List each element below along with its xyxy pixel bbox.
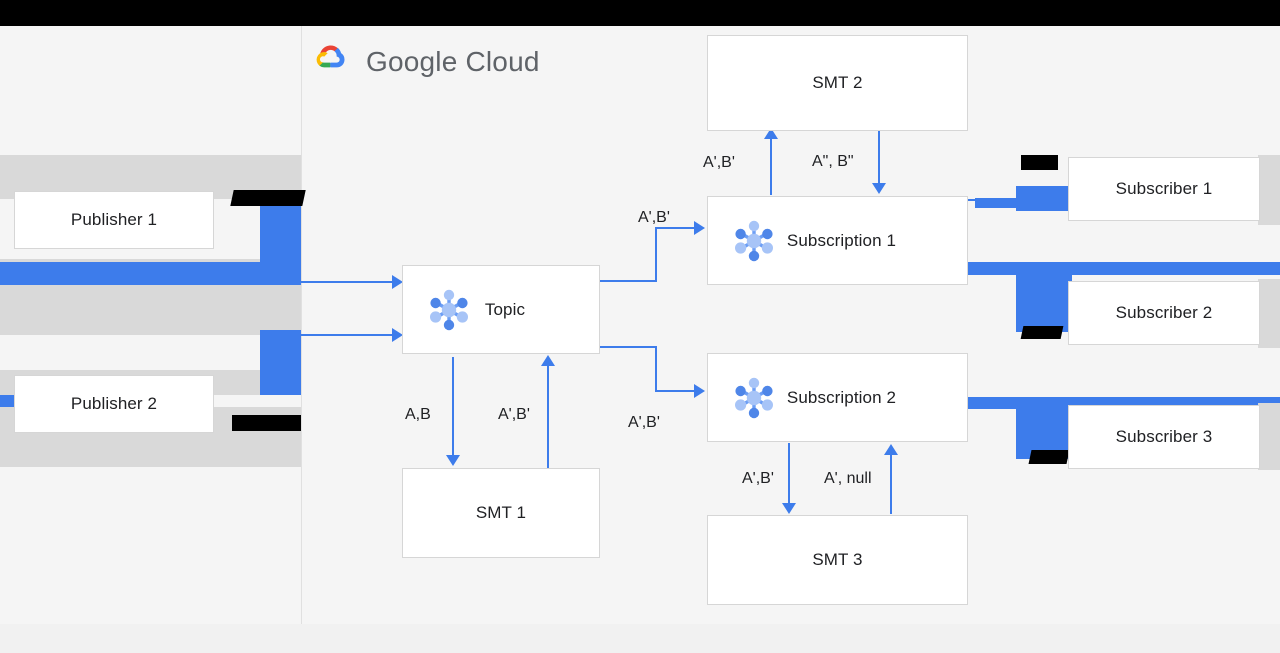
- occluder-bar: [968, 262, 1280, 275]
- redaction-bar: [1020, 326, 1064, 339]
- redaction-bar: [232, 415, 301, 431]
- pubsub-subscription-icon: [726, 213, 782, 269]
- node-smt-3[interactable]: SMT 3: [707, 515, 968, 605]
- node-label: SMT 2: [812, 73, 863, 92]
- occluder-bar: [1016, 262, 1072, 332]
- node-label: Subscription 2: [786, 387, 897, 407]
- edge-label-topic-smt1: A,B: [405, 406, 431, 423]
- edge-publisher2-topic: [301, 334, 396, 336]
- edge-smt1-topic: [547, 363, 549, 471]
- occluder-block: [1258, 155, 1280, 225]
- occluder-block: [1258, 279, 1280, 348]
- node-subscriber-2[interactable]: Subscriber 2: [1068, 281, 1260, 345]
- node-smt-2[interactable]: SMT 2: [707, 35, 968, 131]
- node-publisher-2[interactable]: Publisher 2: [14, 375, 214, 433]
- edge-label-smt3-sub2: A', null: [824, 470, 872, 487]
- edge-label-topic-sub1: A',B': [638, 209, 670, 226]
- node-subscriber-3[interactable]: Subscriber 3: [1068, 405, 1260, 469]
- panel-divider: [301, 26, 302, 624]
- node-label: Topic: [484, 299, 526, 319]
- arrowhead-icon: [782, 503, 796, 514]
- edge-sub1-smt2: [770, 137, 772, 195]
- occluder-bar: [260, 196, 301, 285]
- pubsub-topic-icon: [421, 282, 477, 338]
- arrowhead-icon: [541, 355, 555, 366]
- redaction-bar: [1021, 155, 1058, 170]
- edge-label-smt1-topic: A',B': [498, 406, 530, 423]
- redaction-bar: [1028, 450, 1070, 464]
- redaction-bar: [230, 190, 306, 206]
- occluder-bar: [975, 198, 1073, 208]
- node-label: Subscriber 2: [1115, 303, 1213, 322]
- redaction-bar-top: [0, 0, 1280, 26]
- arrowhead-icon: [392, 328, 403, 342]
- bottom-strip: [0, 624, 1280, 653]
- google-cloud-logo-icon: [308, 40, 352, 83]
- node-label: SMT 1: [475, 503, 527, 522]
- node-subscriber-1[interactable]: Subscriber 1: [1068, 157, 1260, 221]
- node-label: Subscriber 3: [1115, 427, 1213, 446]
- edge-sub2-smt3: [788, 443, 790, 505]
- arrowhead-icon: [694, 221, 705, 235]
- node-smt-1[interactable]: SMT 1: [402, 468, 600, 558]
- occluder-bar: [1016, 403, 1072, 459]
- edge-topic-sub1-riser: [655, 228, 657, 282]
- pubsub-subscription-icon: [726, 370, 782, 426]
- edge-label-smt2-sub1: A", B": [812, 153, 854, 170]
- edge-label-sub2-smt3: A',B': [742, 470, 774, 487]
- occluder-block: [0, 335, 301, 370]
- edge-topic-sub2: [600, 346, 657, 348]
- edge-topic-sub1-run: [655, 227, 697, 229]
- arrowhead-icon: [872, 183, 886, 194]
- occluder-block: [0, 285, 301, 335]
- node-subscription-2[interactable]: Subscription 2: [707, 353, 968, 442]
- edge-publisher1-topic: [301, 281, 396, 283]
- occluder-bar: [0, 262, 301, 285]
- edge-topic-sub2-run: [655, 390, 697, 392]
- node-topic[interactable]: Topic: [402, 265, 600, 354]
- edge-label-sub1-smt2: A',B': [703, 154, 735, 171]
- occluder-block: [1258, 403, 1280, 470]
- edge-sub1-subscriber1: [968, 199, 1073, 201]
- node-publisher-1[interactable]: Publisher 1: [14, 191, 214, 249]
- arrowhead-icon: [694, 384, 705, 398]
- arrowhead-icon: [446, 455, 460, 466]
- edge-topic-smt1: [452, 357, 454, 457]
- arrowhead-icon: [392, 275, 403, 289]
- google-cloud-brand: Google Cloud: [308, 40, 540, 83]
- node-label: Subscription 1: [786, 230, 897, 250]
- node-label: Publisher 2: [70, 394, 158, 413]
- edge-label-topic-sub2: A',B': [628, 414, 660, 431]
- node-label: Publisher 1: [70, 210, 158, 229]
- edge-smt3-sub2: [890, 452, 892, 514]
- google-cloud-wordmark: Google Cloud: [366, 45, 540, 77]
- node-subscription-1[interactable]: Subscription 1: [707, 196, 968, 285]
- node-label: Subscriber 1: [1115, 179, 1213, 198]
- edge-topic-sub2-riser: [655, 346, 657, 392]
- arrowhead-icon: [764, 128, 778, 139]
- occluder-bar: [260, 330, 301, 395]
- node-label: SMT 3: [812, 550, 863, 569]
- edge-topic-sub1: [600, 280, 657, 282]
- arrowhead-icon: [884, 444, 898, 455]
- edge-smt2-sub1: [878, 130, 880, 186]
